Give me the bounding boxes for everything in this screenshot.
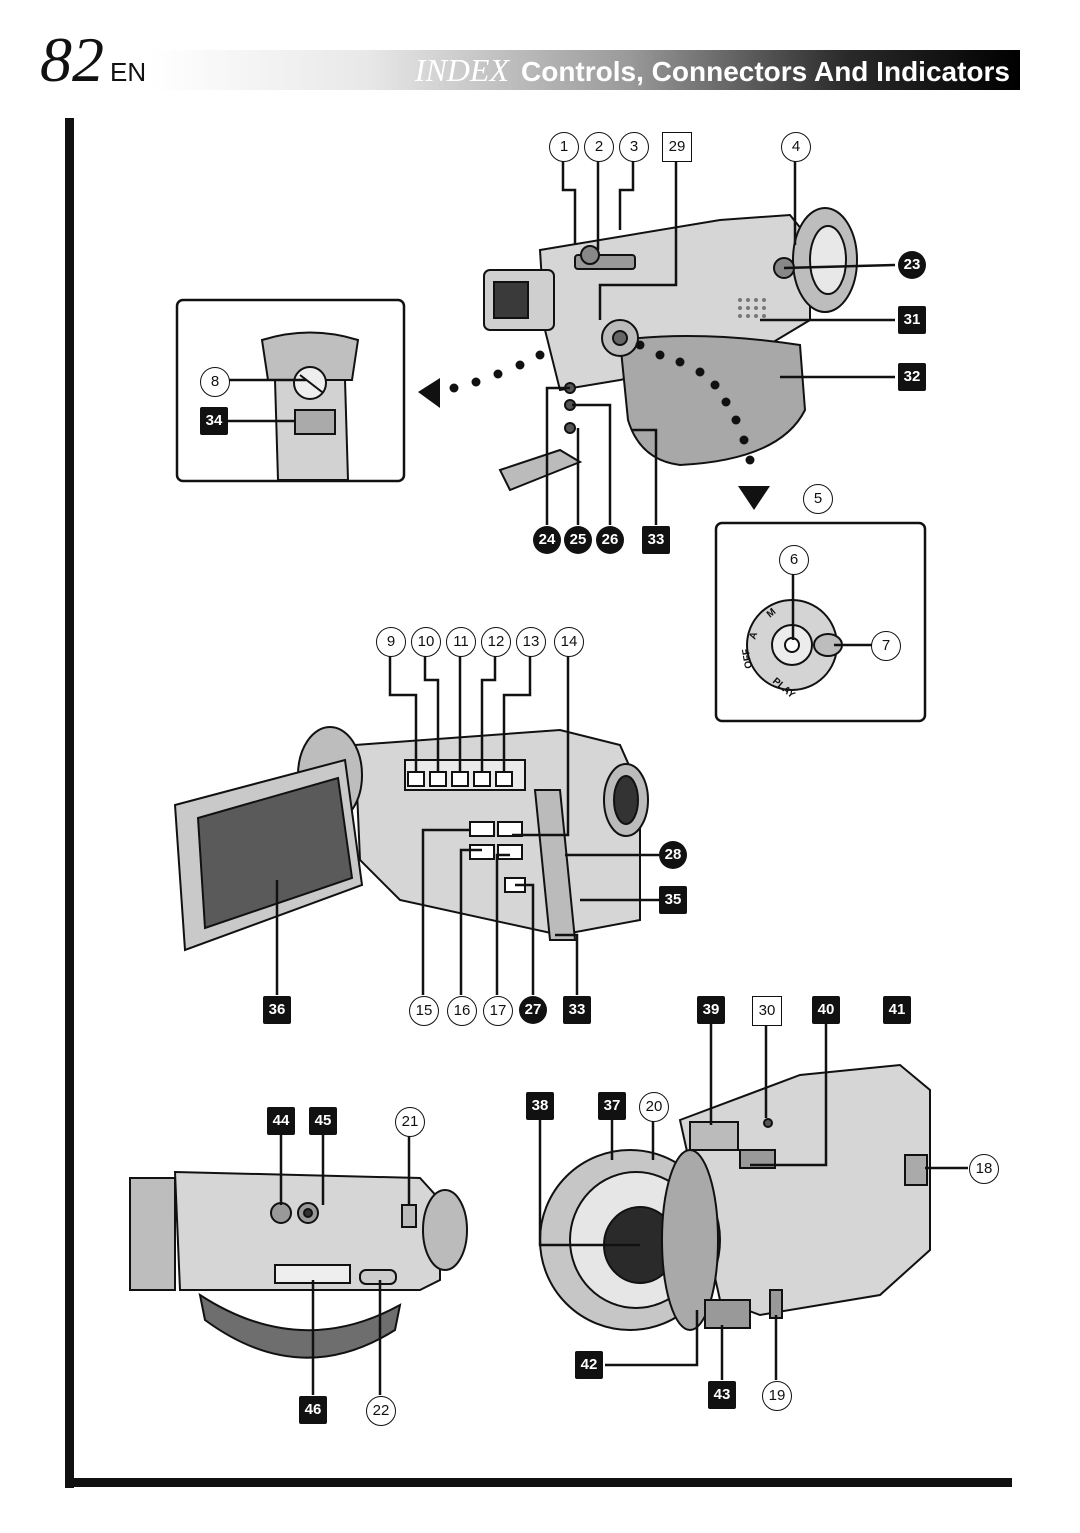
callout-31: 31 (898, 306, 926, 334)
callout-13: 13 (516, 627, 546, 657)
callout-36: 36 (263, 996, 291, 1024)
callout-43: 43 (708, 1381, 736, 1409)
callout-12: 12 (481, 627, 511, 657)
dotted-arrow-down (635, 340, 770, 510)
leader-lines-bottom-right (538, 1022, 968, 1380)
callout-15: 15 (409, 996, 439, 1026)
callout-46: 46 (299, 1396, 327, 1424)
camcorder-bottom-view (129, 1170, 468, 1359)
callout-19: 19 (762, 1381, 792, 1411)
camcorder-front-view (539, 1063, 931, 1331)
callout-3: 3 (619, 132, 649, 162)
callout-8: 8 (200, 367, 230, 397)
leader-lines-bottom-left (279, 1134, 411, 1395)
callout-25: 25 (564, 526, 592, 554)
callout-24: 24 (533, 526, 561, 554)
page-title: INDEX Controls, Connectors And Indicators (415, 52, 1010, 90)
leader-lines-middle (275, 655, 659, 995)
callout-27: 27 (519, 996, 547, 1024)
callout-11: 11 (446, 627, 476, 657)
header-bar (150, 50, 1020, 90)
callout-21: 21 (395, 1107, 425, 1137)
callout-22: 22 (366, 1396, 396, 1426)
callout-33-top: 33 (642, 526, 670, 554)
callout-10: 10 (411, 627, 441, 657)
callout-40: 40 (812, 996, 840, 1024)
callout-33-middle: 33 (563, 996, 591, 1024)
callout-4: 4 (781, 132, 811, 162)
callout-20: 20 (639, 1092, 669, 1122)
camcorder-top-view (483, 207, 858, 492)
callout-26: 26 (596, 526, 624, 554)
power-dial-inset (714, 521, 927, 723)
callout-37: 37 (598, 1092, 626, 1120)
callout-16: 16 (447, 996, 477, 1026)
leader-lines-top (545, 160, 896, 525)
leader-lines-inset (228, 378, 306, 423)
callout-18: 18 (969, 1154, 999, 1184)
viewfinder-detail (260, 331, 360, 481)
callout-44: 44 (267, 1107, 295, 1135)
callout-41: 41 (883, 996, 911, 1024)
left-rule (65, 118, 74, 1488)
callout-6: 6 (779, 545, 809, 575)
callout-5: 5 (803, 484, 833, 514)
power-dial (746, 599, 843, 691)
callout-38: 38 (526, 1092, 554, 1120)
dotted-arrow-left (418, 350, 545, 408)
callout-17: 17 (483, 996, 513, 1026)
bottom-rule (65, 1478, 1012, 1487)
callout-42: 42 (575, 1351, 603, 1379)
index-label: INDEX (414, 52, 509, 88)
callout-2: 2 (584, 132, 614, 162)
dial-label-off: OFF (741, 648, 755, 670)
section-title: Controls, Connectors And Indicators (521, 56, 1010, 87)
dial-label-a: A (747, 630, 760, 641)
callout-34: 34 (200, 407, 228, 435)
language-code: EN (110, 57, 147, 87)
callout-9: 9 (376, 627, 406, 657)
callout-14: 14 (554, 627, 584, 657)
camcorder-lcd-view (173, 726, 649, 952)
callout-29: 29 (662, 132, 692, 162)
callout-39: 39 (697, 996, 725, 1024)
callout-30: 30 (752, 996, 782, 1026)
callout-35: 35 (659, 886, 687, 914)
callout-7: 7 (871, 631, 901, 661)
callout-1: 1 (549, 132, 579, 162)
callout-45: 45 (309, 1107, 337, 1135)
callout-28: 28 (659, 841, 687, 869)
callout-32: 32 (898, 363, 926, 391)
callout-23: 23 (898, 251, 926, 279)
